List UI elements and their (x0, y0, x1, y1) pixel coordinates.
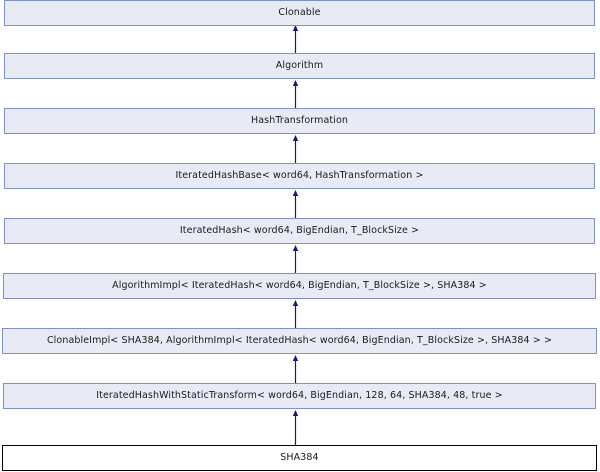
class-node-clonableimpl[interactable]: ClonableImpl< SHA384, AlgorithmImpl< Ite… (2, 328, 597, 354)
class-node-iteratedhashwithstatictransform[interactable]: IteratedHashWithStaticTransform< word64,… (3, 383, 596, 409)
inheritance-arrow (290, 355, 301, 384)
inheritance-arrow (290, 410, 301, 446)
class-node-algorithm[interactable]: Algorithm (4, 53, 595, 79)
inheritance-arrow (290, 190, 301, 219)
class-node-label: AlgorithmImpl< IteratedHash< word64, Big… (112, 280, 487, 291)
class-node-label: Clonable (278, 7, 321, 18)
inheritance-arrow (290, 80, 301, 109)
class-node-label: IteratedHashWithStaticTransform< word64,… (96, 390, 503, 401)
inheritance-arrow (290, 25, 301, 54)
class-node-sha384[interactable]: SHA384 (2, 445, 597, 471)
class-node-label: Algorithm (275, 60, 324, 71)
class-node-label: SHA384 (280, 452, 319, 463)
class-node-label: ClonableImpl< SHA384, AlgorithmImpl< Ite… (46, 335, 553, 346)
inheritance-arrow (290, 135, 301, 164)
class-node-iteratedhash[interactable]: IteratedHash< word64, BigEndian, T_Block… (4, 218, 595, 244)
class-node-label: IteratedHashBase< word64, HashTransforma… (175, 170, 424, 181)
class-node-label: HashTransformation (250, 115, 348, 126)
class-node-hashtransformation[interactable]: HashTransformation (4, 108, 595, 134)
class-node-iteratedhashbase[interactable]: IteratedHashBase< word64, HashTransforma… (4, 163, 595, 189)
class-node-algorithmimpl[interactable]: AlgorithmImpl< IteratedHash< word64, Big… (3, 273, 596, 299)
class-node-label: IteratedHash< word64, BigEndian, T_Block… (179, 225, 420, 236)
class-node-clonable[interactable]: Clonable (4, 0, 595, 26)
inheritance-arrow (290, 245, 301, 274)
inheritance-arrow (290, 300, 301, 329)
